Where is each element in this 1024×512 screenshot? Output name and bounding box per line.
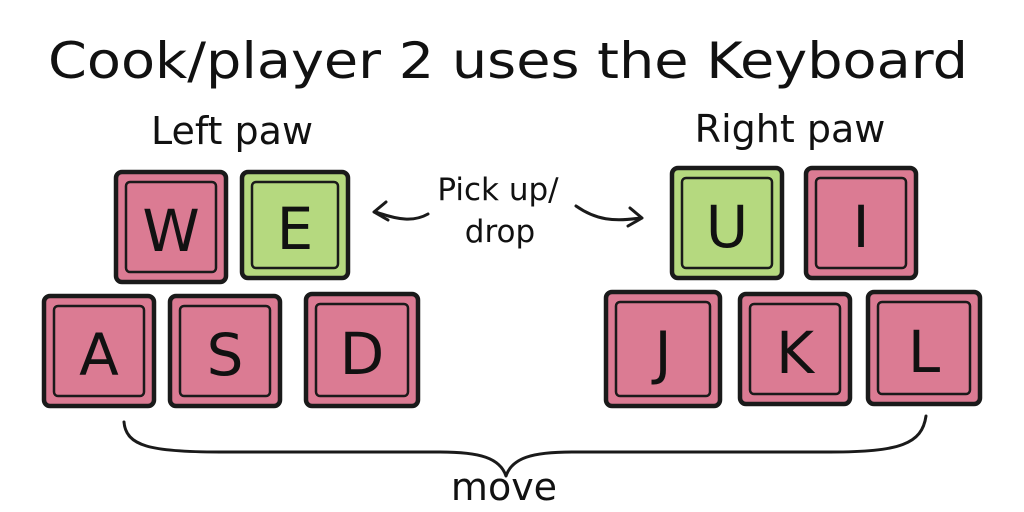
key-d-letter: D — [340, 320, 385, 388]
key-a-face — [52, 304, 146, 398]
key-d-face — [314, 302, 410, 398]
key-s-face — [178, 304, 272, 398]
key-l: L — [865, 289, 983, 407]
key-i-letter: I — [852, 193, 869, 261]
key-k-face — [748, 302, 842, 396]
key-l-cap — [865, 289, 983, 407]
key-s-letter: S — [207, 321, 244, 389]
key-k: K — [737, 291, 853, 407]
key-l-face — [876, 300, 972, 396]
move-label: move — [451, 465, 557, 509]
key-i-face — [814, 176, 908, 270]
key-e: E — [239, 169, 351, 281]
key-i: I — [803, 165, 919, 281]
key-w-cap — [113, 169, 229, 285]
key-l-letter: L — [908, 318, 940, 386]
key-e-face — [250, 180, 340, 270]
left-hand-keys: W E A S D — [41, 169, 421, 409]
right-hand-label: Right paw — [695, 107, 886, 151]
key-w-letter: W — [142, 197, 199, 265]
key-j: J — [603, 289, 723, 409]
arrow-to-pickup-key-right — [574, 204, 644, 228]
key-j-face — [614, 300, 712, 398]
key-d: D — [303, 291, 421, 409]
key-e-letter: E — [277, 195, 314, 263]
key-u-letter: U — [706, 193, 748, 261]
key-k-cap — [737, 291, 853, 407]
key-d-cap — [303, 291, 421, 409]
arrow-to-pickup-key-left — [372, 200, 430, 222]
key-w-face — [124, 180, 218, 274]
key-a-cap — [41, 293, 157, 409]
key-i-cap — [803, 165, 919, 281]
pickup-label-line2: drop — [465, 214, 535, 250]
key-j-cap — [603, 289, 723, 409]
key-u-face — [680, 176, 774, 270]
right-hand-keys: U I J K L — [603, 165, 983, 409]
key-s: S — [167, 293, 283, 409]
left-hand-label: Left paw — [151, 109, 313, 153]
key-w: W — [113, 169, 229, 285]
diagram-title: Cook/player 2 uses the Keyboard — [48, 32, 968, 90]
key-u-cap — [669, 165, 785, 281]
key-e-cap — [239, 169, 351, 281]
pickup-label-line1: Pick up/ — [437, 172, 559, 208]
key-a-letter: A — [79, 321, 119, 389]
key-a: A — [41, 293, 157, 409]
move-brace — [122, 414, 928, 478]
key-j-letter: J — [651, 319, 671, 387]
key-k-letter: K — [776, 319, 816, 387]
key-s-cap — [167, 293, 283, 409]
key-u: U — [669, 165, 785, 281]
